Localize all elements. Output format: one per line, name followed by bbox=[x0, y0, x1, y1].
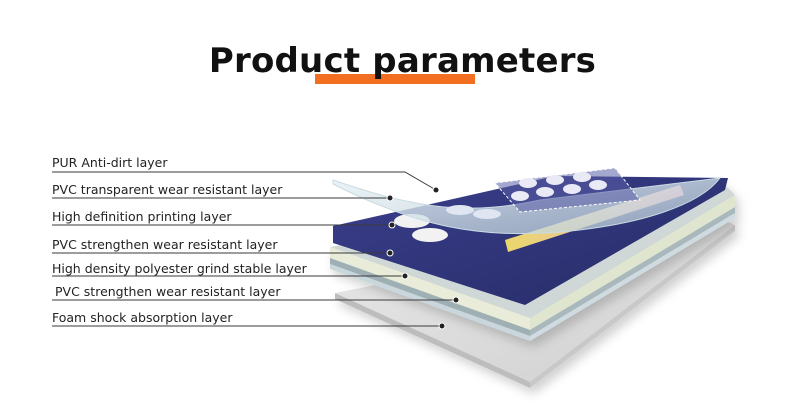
leader-dots bbox=[386, 186, 460, 330]
layer-label-foam: Foam shock absorption layer bbox=[52, 310, 233, 325]
layer-label-pvc-strengthen-2: PVC strengthen wear resistant layer bbox=[55, 284, 281, 299]
leader-dot-4 bbox=[386, 249, 394, 257]
leader-dot-6 bbox=[452, 296, 460, 304]
layer-label-pvc-transparent: PVC transparent wear resistant layer bbox=[52, 182, 283, 197]
leader-dot-1 bbox=[432, 186, 440, 194]
leader-lines bbox=[52, 171, 456, 327]
leader-dot-7 bbox=[438, 322, 446, 330]
layer-label-pvc-strengthen-1: PVC strengthen wear resistant layer bbox=[52, 237, 278, 252]
layer-label-pur-anti-dirt: PUR Anti-dirt layer bbox=[52, 155, 168, 170]
layer-label-polyester: High density polyester grind stable laye… bbox=[52, 261, 307, 276]
layer-label-printing: High definition printing layer bbox=[52, 209, 232, 224]
leader-dot-2 bbox=[386, 194, 394, 202]
leader-dot-3 bbox=[388, 221, 396, 229]
leader-dot-5 bbox=[401, 272, 409, 280]
top-film-layer bbox=[332, 167, 722, 235]
title-underline-accent bbox=[315, 74, 475, 84]
page-title: Product parameters bbox=[208, 41, 597, 81]
title-area: Product parameters bbox=[0, 38, 805, 88]
leader-line-1 bbox=[52, 171, 437, 191]
